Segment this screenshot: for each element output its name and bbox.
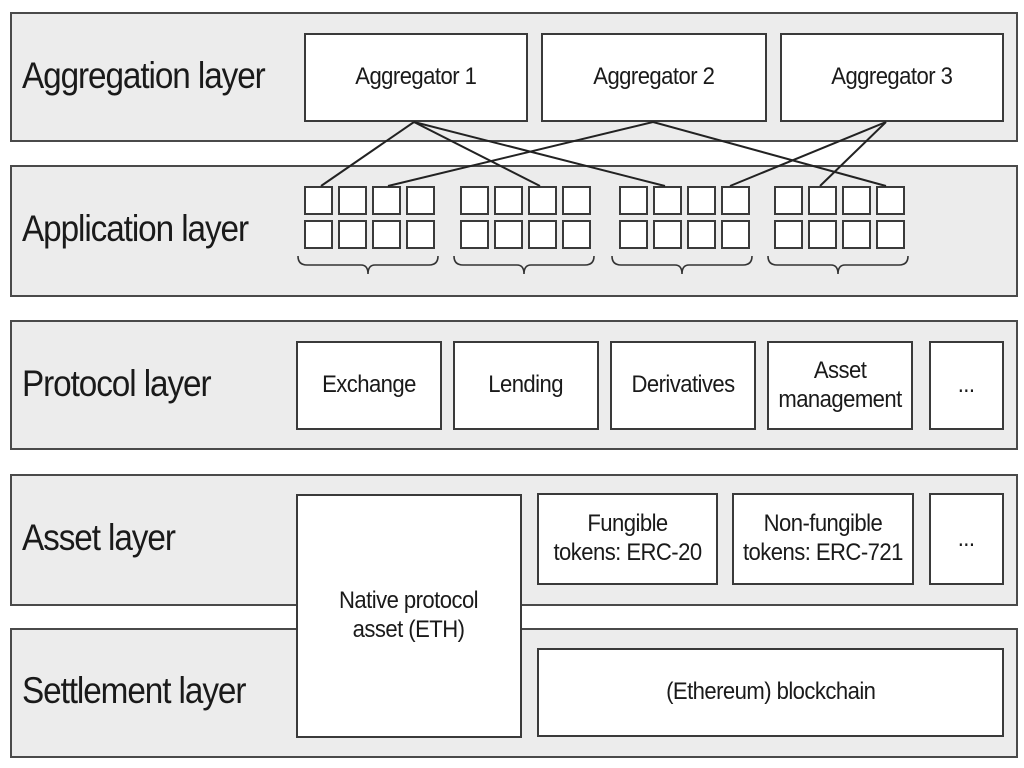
application-square xyxy=(653,220,682,249)
lending-box: Lending xyxy=(453,341,599,430)
aggregator-2-box: Aggregator 2 xyxy=(541,33,767,122)
non-fungible-tokens-box: Non-fungible tokens: ERC-721 xyxy=(732,493,914,585)
application-square xyxy=(774,220,803,249)
assets-more-label: ... xyxy=(958,524,975,552)
fungible-tokens-label: Fungible tokens: ERC-20 xyxy=(553,510,702,566)
application-square xyxy=(808,186,837,215)
aggregator-1-label: Aggregator 1 xyxy=(355,63,477,91)
application-square xyxy=(460,186,489,215)
native-protocol-asset-box: Native protocol asset (ETH) xyxy=(296,494,522,738)
protocols-more-label: ... xyxy=(958,371,975,399)
aggregator-3-label: Aggregator 3 xyxy=(831,63,953,91)
application-square xyxy=(406,186,435,215)
application-square xyxy=(619,186,648,215)
application-square xyxy=(687,186,716,215)
aggregator-1-box: Aggregator 1 xyxy=(304,33,528,122)
application-square xyxy=(842,186,871,215)
application-square xyxy=(372,220,401,249)
derivatives-box: Derivatives xyxy=(610,341,756,430)
application-square xyxy=(687,220,716,249)
protocols-more-box: ... xyxy=(929,341,1004,430)
application-square xyxy=(774,186,803,215)
asset-management-box: Asset management xyxy=(767,341,913,430)
protocol-layer-title: Protocol layer xyxy=(22,363,212,404)
settlement-layer-title: Settlement layer xyxy=(22,670,246,711)
application-square xyxy=(304,220,333,249)
application-square xyxy=(494,186,523,215)
exchange-box: Exchange xyxy=(296,341,442,430)
application-square xyxy=(842,220,871,249)
application-square xyxy=(528,220,557,249)
asset-layer-title: Asset layer xyxy=(22,517,176,558)
application-square xyxy=(721,186,750,215)
application-square xyxy=(562,186,591,215)
blockchain-label: (Ethereum) blockchain xyxy=(665,678,876,706)
application-square xyxy=(619,220,648,249)
aggregation-layer-title: Aggregation layer xyxy=(22,55,266,96)
application-square xyxy=(338,220,367,249)
blockchain-box: (Ethereum) blockchain xyxy=(537,648,1004,737)
application-square xyxy=(808,220,837,249)
application-square xyxy=(721,220,750,249)
application-square xyxy=(406,220,435,249)
application-square xyxy=(372,186,401,215)
non-fungible-tokens-label: Non-fungible tokens: ERC-721 xyxy=(743,510,903,566)
exchange-label: Exchange xyxy=(322,371,416,399)
application-square xyxy=(460,220,489,249)
application-square xyxy=(876,220,905,249)
application-layer-title: Application layer xyxy=(22,208,249,249)
asset-management-label: Asset management xyxy=(778,356,902,413)
lending-label: Lending xyxy=(488,371,564,399)
aggregator-2-label: Aggregator 2 xyxy=(593,63,715,91)
fungible-tokens-box: Fungible tokens: ERC-20 xyxy=(537,493,718,585)
application-square xyxy=(528,186,557,215)
application-square xyxy=(562,220,591,249)
application-square xyxy=(876,186,905,215)
application-square xyxy=(304,186,333,215)
application-square xyxy=(653,186,682,215)
native-protocol-asset-label: Native protocol asset (ETH) xyxy=(339,587,479,643)
application-square xyxy=(338,186,367,215)
assets-more-box: ... xyxy=(929,493,1004,585)
application-square xyxy=(494,220,523,249)
derivatives-label: Derivatives xyxy=(631,371,735,399)
aggregator-3-box: Aggregator 3 xyxy=(780,33,1004,122)
